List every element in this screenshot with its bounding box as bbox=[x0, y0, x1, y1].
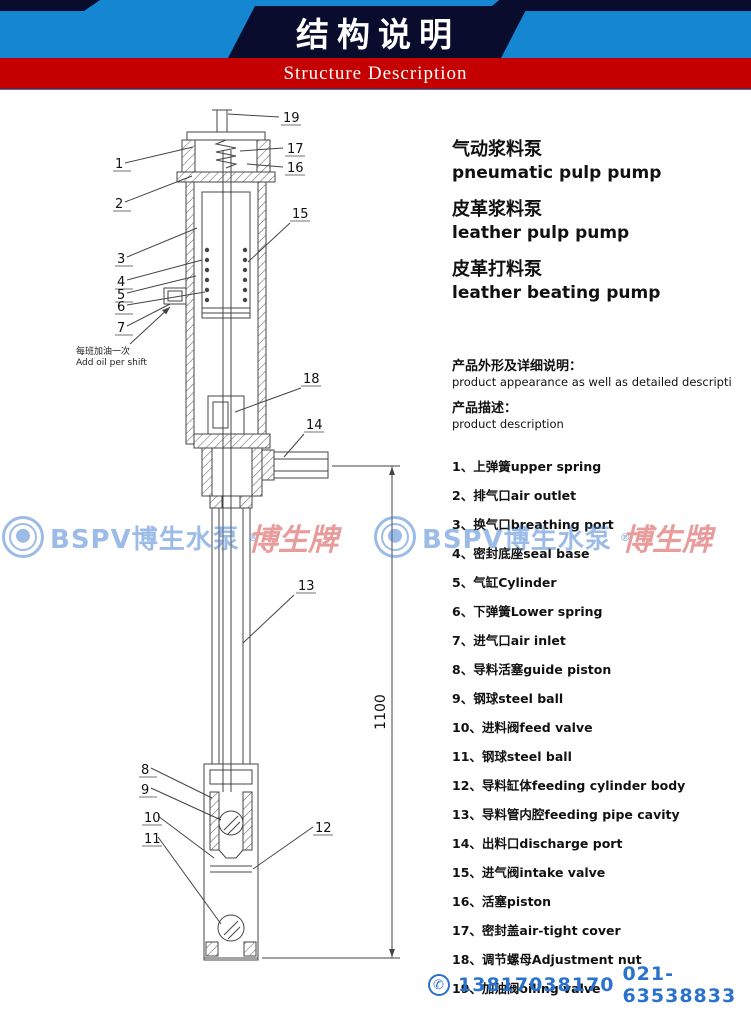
oiling-valve bbox=[212, 109, 232, 133]
part-item-15: 15、进气阀intake valve bbox=[452, 865, 606, 880]
desc-heading-en: product description bbox=[452, 417, 564, 431]
part-item-14: 14、出料口discharge port bbox=[452, 836, 623, 851]
svg-text:每班加油一次: 每班加油一次 bbox=[76, 345, 130, 357]
callout-19: 19 bbox=[283, 111, 300, 126]
part-item-6: 6、下弹簧Lower spring bbox=[452, 604, 603, 619]
page-title: 结构说明 bbox=[296, 15, 460, 54]
detail-heading-zh: 产品外形及详细说明： bbox=[452, 359, 583, 374]
product-names: 气动浆料泵 pneumatic pulp pump 皮革浆料泵 leather … bbox=[452, 138, 747, 318]
part-item-5: 5、气缸Cylinder bbox=[452, 575, 557, 590]
product-2-zh: 皮革浆料泵 bbox=[452, 199, 542, 220]
part-item-1: 1、上弹簧upper spring bbox=[452, 459, 602, 474]
discharge-body bbox=[193, 433, 271, 497]
phone-number-2: 021-63538833 bbox=[622, 963, 737, 1007]
adjustment-nut bbox=[207, 395, 245, 435]
callout-10: 10 bbox=[144, 811, 161, 826]
oil-note: 每班加油一次 Add oil per shift bbox=[76, 306, 171, 368]
piston-rod bbox=[222, 150, 232, 792]
callout-17: 17 bbox=[287, 142, 304, 157]
product-1-en: pneumatic pulp pump bbox=[452, 163, 662, 183]
part-item-17: 17、密封盖air-tight cover bbox=[452, 923, 621, 938]
subtitle-band: Structure Description bbox=[0, 58, 751, 89]
phone-number-1: 13817038170 bbox=[458, 974, 615, 996]
callout-13: 13 bbox=[298, 579, 315, 594]
part-item-9: 9、钢球steel ball bbox=[452, 691, 564, 706]
callout-14: 14 bbox=[306, 418, 323, 433]
callout-6: 6 bbox=[117, 300, 125, 315]
callout-16: 16 bbox=[287, 161, 304, 176]
product-2: 皮革浆料泵 leather pulp pump bbox=[452, 198, 747, 244]
callout-9: 9 bbox=[141, 783, 149, 798]
part-item-12: 12、导料缸体feeding cylinder body bbox=[452, 778, 686, 793]
dimension-1100: 1100 bbox=[262, 465, 400, 959]
part-item-11: 11、钢球steel ball bbox=[452, 749, 572, 764]
callout-3: 3 bbox=[117, 252, 125, 267]
callout-15: 15 bbox=[292, 207, 309, 222]
part-item-2: 2、排气口air outlet bbox=[452, 488, 577, 503]
svg-text:Add oil per shift: Add oil per shift bbox=[76, 358, 147, 368]
parts-list: 1、上弹簧upper spring 2、排气口air outlet 3、换气口bre… bbox=[452, 452, 750, 1003]
footer-contact: ✆ 13817038170 021-63538833 bbox=[428, 963, 751, 1007]
page-subtitle: Structure Description bbox=[283, 62, 468, 84]
header-banner: 结构说明 Structure Description bbox=[0, 0, 751, 90]
desc-heading-zh: 产品描述： bbox=[452, 401, 518, 416]
callout-5: 5 bbox=[117, 288, 125, 303]
callout-1: 1 bbox=[115, 157, 123, 172]
header-wedge-left bbox=[0, 0, 100, 11]
phone-icon: ✆ bbox=[428, 974, 450, 996]
header-wedge-right bbox=[486, 0, 751, 11]
detail-heading-en: product appearance as well as detailed d… bbox=[452, 375, 732, 389]
part-item-10: 10、进料阀feed valve bbox=[452, 720, 593, 735]
product-3-zh: 皮革打料泵 bbox=[452, 259, 542, 280]
description-block: 产品外形及详细说明： product appearance as well as… bbox=[452, 358, 747, 442]
part-item-7: 7、进气口air inlet bbox=[452, 633, 566, 648]
callout-18: 18 bbox=[303, 372, 320, 387]
callout-11: 11 bbox=[144, 832, 161, 847]
callout-4: 4 bbox=[117, 275, 125, 290]
dimension-label: 1100 bbox=[373, 694, 389, 730]
part-item-18: 18、调节螺母Adjustment nut bbox=[452, 952, 642, 967]
callout-12: 12 bbox=[315, 821, 332, 836]
product-2-en: leather pulp pump bbox=[452, 223, 630, 243]
callout-2: 2 bbox=[115, 197, 123, 212]
product-3: 皮革打料泵 leather beating pump bbox=[452, 258, 747, 304]
title-band: 结构说明 bbox=[228, 6, 528, 58]
part-item-3: 3、换气口breathing port bbox=[452, 517, 614, 532]
part-item-4: 4、密封底座seal base bbox=[452, 546, 590, 561]
part-item-16: 16、活塞piston bbox=[452, 894, 552, 909]
callout-7: 7 bbox=[117, 321, 125, 336]
feeding-cylinder-body bbox=[203, 763, 259, 961]
callout-8: 8 bbox=[141, 763, 149, 778]
part-item-19: 19、加油阀oiling valve bbox=[452, 981, 601, 996]
discharge-port-pipe bbox=[261, 449, 329, 481]
upper-spring-head bbox=[176, 131, 276, 183]
part-item-13: 13、导料管内腔feeding pipe cavity bbox=[452, 807, 680, 822]
product-3-en: leather beating pump bbox=[452, 283, 661, 303]
part-item-8: 8、导料活塞guide piston bbox=[452, 662, 612, 677]
product-1-zh: 气动浆料泵 bbox=[452, 139, 542, 160]
product-1: 气动浆料泵 pneumatic pulp pump bbox=[452, 138, 747, 184]
